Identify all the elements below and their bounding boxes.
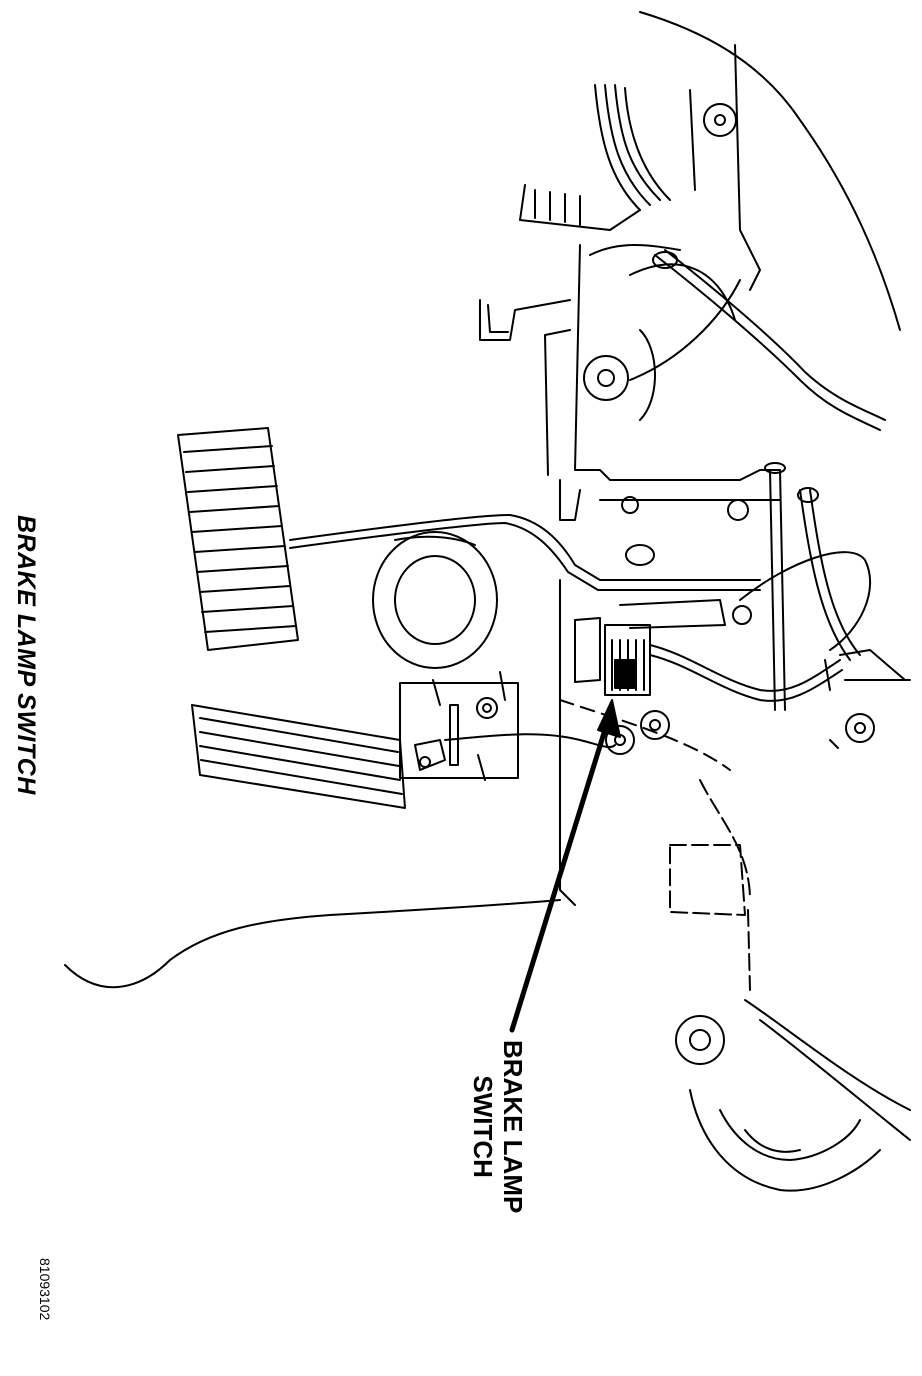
callout-label-line-2: SWITCH — [468, 1075, 498, 1178]
callout-arrow — [509, 699, 621, 1033]
callout-label: BRAKE LAMP SWITCH — [468, 1040, 528, 1213]
figure-id: 81093102 — [37, 1258, 53, 1321]
dash-panel-outline — [639, 11, 901, 331]
floor-outline — [64, 899, 911, 1192]
brake-lamp-switch — [559, 462, 911, 906]
lower-structure — [559, 551, 875, 991]
pedal-support-bracket — [479, 244, 781, 521]
figure-title: BRAKE LAMP SWITCH — [12, 515, 40, 795]
wiring-harness — [519, 84, 886, 431]
brake-pedal — [177, 427, 761, 651]
accelerator-pedal — [191, 671, 616, 809]
pushrod-boot — [372, 531, 498, 669]
callout-label-line-1: BRAKE LAMP — [498, 1040, 528, 1214]
